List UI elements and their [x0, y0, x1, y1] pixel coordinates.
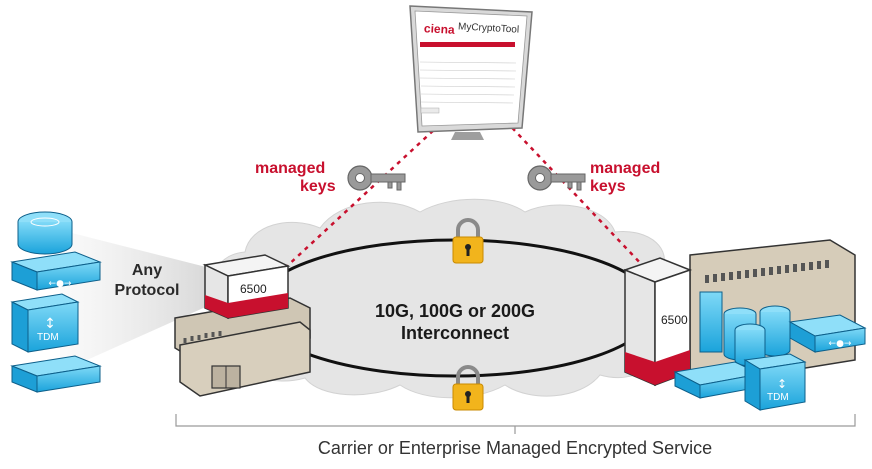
interconnect-line2: Interconnect	[400, 323, 510, 343]
node-6500-right	[622, 257, 693, 387]
managed-keys-right-line2: keys	[590, 178, 626, 195]
any-protocol-line1: Any	[131, 262, 163, 279]
svg-text:←●→: ←●→	[829, 339, 852, 349]
caption: Carrier or Enterprise Managed Encrypted …	[317, 438, 713, 458]
lock-icon	[452, 218, 484, 264]
node-6500-left	[202, 254, 291, 320]
node-right-label: 6500	[661, 313, 688, 327]
switch-icon: ←●→	[10, 251, 102, 291]
service-bracket	[175, 414, 856, 434]
switch-icon	[10, 355, 102, 393]
router-icon	[699, 291, 791, 367]
key-icon	[527, 165, 586, 191]
any-protocol-line2: Protocol	[114, 282, 180, 299]
tdm-switch-left: ↕	[10, 293, 80, 353]
managed-keys-left-line1: managed	[255, 160, 326, 177]
tdm-switch-right: ↕	[743, 353, 807, 411]
managed-keys-right-line1: managed	[590, 160, 661, 177]
monitor-icon	[409, 5, 533, 140]
monitor-brand: ciena	[423, 21, 456, 37]
tdm-left-label: TDM	[37, 332, 59, 343]
router-icon	[17, 211, 73, 255]
svg-text:←●→: ←●→	[49, 279, 72, 289]
lock-icon	[452, 365, 484, 411]
svg-text:↕: ↕	[777, 377, 787, 391]
switch-icon: ←●→	[788, 314, 867, 353]
tdm-right-label: TDM	[767, 392, 789, 403]
node-left-label: 6500	[240, 282, 267, 296]
key-management-links	[284, 114, 646, 269]
building-icon	[174, 297, 311, 397]
key-icon	[347, 165, 406, 191]
svg-text:↕: ↕	[44, 316, 56, 332]
interconnect-line1: 10G, 100G or 200G	[374, 301, 536, 321]
managed-keys-left-line2: keys	[300, 178, 336, 195]
